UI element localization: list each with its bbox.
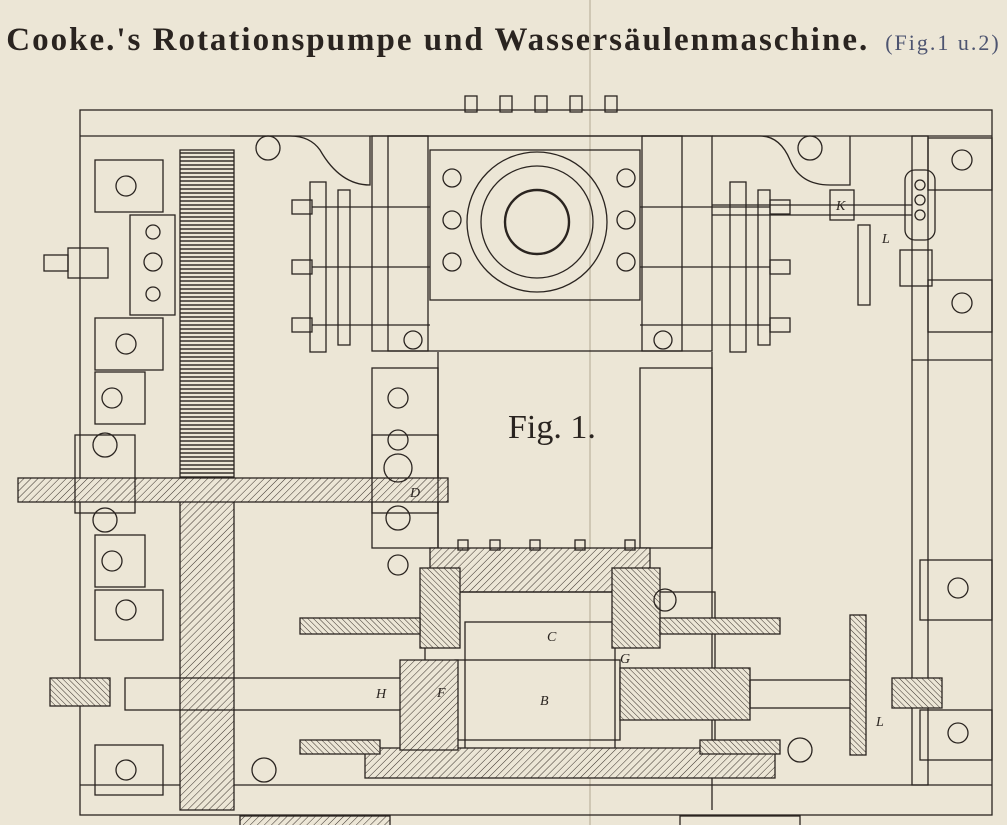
left-bracket-blocks <box>94 159 164 796</box>
part-label-G: G <box>620 652 630 667</box>
plate-title-main: Cooke.'s Rotationspumpe und Wassersäulen… <box>6 22 870 58</box>
part-label-H: H <box>375 687 387 702</box>
plate-title: Cooke.'s Rotationspumpe und Wassersäulen… <box>0 22 1007 59</box>
gear-rack <box>179 149 235 481</box>
part-label-D: D <box>409 486 420 501</box>
main-frame <box>79 109 993 816</box>
shaft-bearings <box>74 432 439 533</box>
fig-2-edge <box>239 815 391 825</box>
piston-rod-H <box>124 677 406 711</box>
main-shaft-D <box>17 477 449 503</box>
left-gland-flange <box>419 567 461 649</box>
bottom-left-hole <box>251 757 277 783</box>
left-top-cutout <box>230 135 371 186</box>
bottom-right-hole <box>787 737 813 763</box>
right-column <box>639 367 713 549</box>
left-column <box>371 367 439 549</box>
upper-block-bolts <box>403 168 673 350</box>
right-rod-nut <box>891 677 943 709</box>
top-bolt-row <box>464 95 618 113</box>
cylinder-cover-bolts <box>457 539 636 551</box>
left-top-hole <box>255 135 281 161</box>
left-bearing-block <box>129 214 176 316</box>
right-gland-flange <box>611 567 661 649</box>
piston-B <box>454 659 621 741</box>
upper-centre-block <box>371 135 713 352</box>
right-stud-bolts <box>640 181 791 353</box>
part-label-F: F <box>436 686 446 701</box>
right-bracket-blocks <box>919 137 993 761</box>
eccentric-disc <box>857 224 871 306</box>
right-top-cutout <box>712 135 851 186</box>
part-label-B: B <box>540 694 549 709</box>
plate-title-figure-reference: (Fig.1 u.2) <box>885 30 1001 55</box>
part-label-K: K <box>835 199 846 214</box>
part-label-L-upper: L <box>881 232 890 247</box>
left-stud-bolts <box>291 181 430 353</box>
rod-end-nut <box>49 677 111 707</box>
figure-label: Fig. 1. <box>508 409 596 446</box>
part-label-L-lower: L <box>875 715 884 730</box>
part-label-C: C <box>547 630 557 645</box>
upper-bore-inner <box>503 188 571 256</box>
upper-bore-outer <box>466 151 608 293</box>
left-end-bolt <box>43 254 69 272</box>
right-frame-column <box>911 135 929 786</box>
right-top-hole <box>797 135 823 161</box>
right-screw-G <box>619 667 751 721</box>
